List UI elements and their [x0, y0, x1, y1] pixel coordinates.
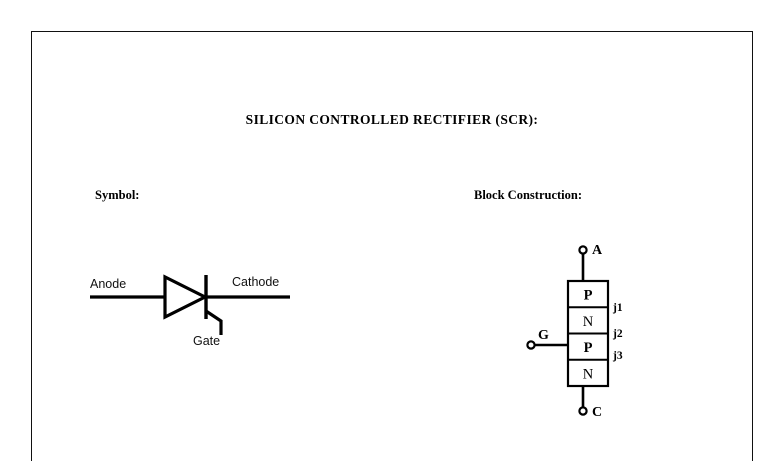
gate-terminal-label: G [538, 328, 549, 343]
layer-label-4: N [583, 366, 594, 382]
cathode-label: Cathode [232, 275, 279, 289]
layer-label-3: P [584, 340, 593, 356]
cathode-terminal-node [578, 406, 588, 416]
anode-label: Anode [90, 277, 126, 291]
layer-label-1: P [584, 288, 593, 304]
anode-terminal-label: A [592, 243, 603, 258]
symbol-section-heading: Symbol: [95, 188, 140, 202]
gate-label: Gate [193, 334, 220, 348]
page-sheet [31, 31, 753, 461]
diode-triangle [163, 274, 209, 320]
cathode-terminal-label: C [592, 405, 602, 420]
gate-terminal-node [526, 340, 536, 350]
junction-label-j3: j3 [612, 350, 623, 362]
page-title: SILICON CONTROLLED RECTIFIER (SCR): [245, 112, 539, 127]
scr-symbol-figure: Anode Cathode Gate [80, 255, 310, 355]
layer-label-2: N [583, 314, 594, 330]
gate-lead [205, 309, 223, 335]
anode-terminal-node [578, 245, 588, 255]
block-construction-section-heading: Block Construction: [474, 188, 582, 202]
junction-label-j1: j1 [612, 302, 623, 314]
junction-label-j2: j2 [612, 328, 623, 340]
scr-block-construction-figure: A P N P N j1 j2 j3 G C [505, 235, 665, 430]
